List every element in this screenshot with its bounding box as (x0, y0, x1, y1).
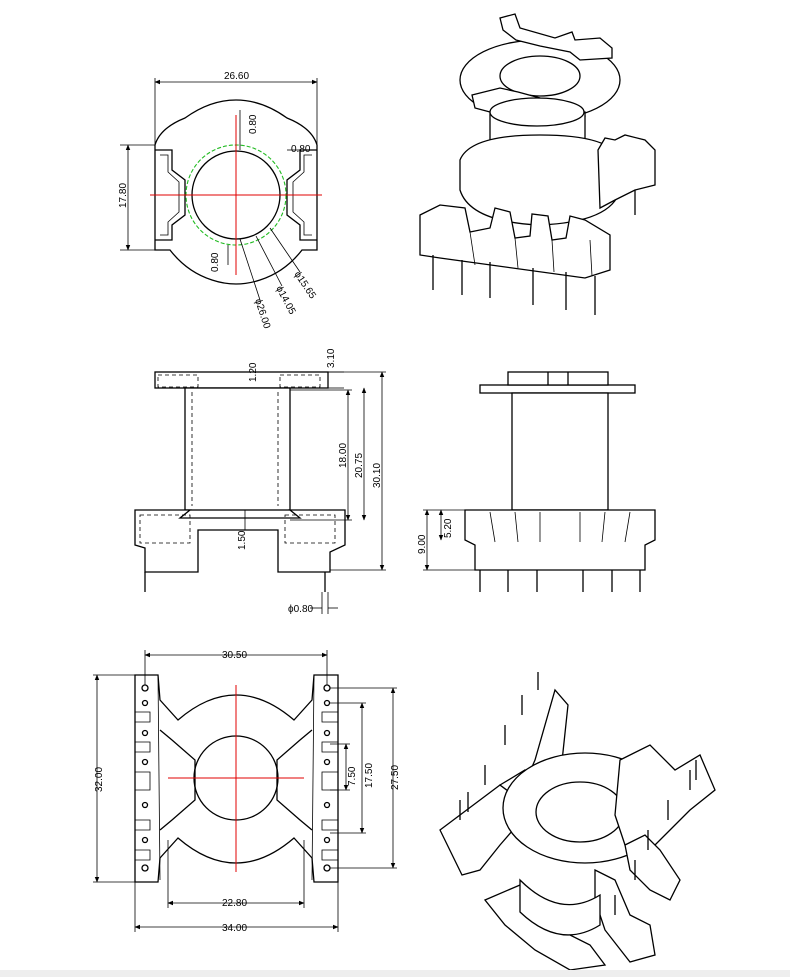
dim-bottom-total-width: 34.00 (222, 923, 247, 934)
bottom-view: 30.50 32.00 7.50 17.50 27.50 22.80 34.00 (93, 650, 401, 934)
dim-top-dia-outer: ϕ26.00 (252, 298, 272, 331)
dim-side-base-height: 5.20 (443, 518, 454, 538)
dim-bottom-flange-width: 22.80 (222, 898, 247, 909)
dim-bottom-outer-span: 27.50 (390, 765, 401, 790)
dim-front-base-step: 1.50 (237, 530, 248, 550)
dim-top-wall-right: 0.80 (291, 144, 311, 155)
dim-bottom-length: 32.00 (94, 767, 105, 792)
dim-top-dia-inner: ϕ14.05 (273, 284, 297, 317)
iso-view-bottom (439, 672, 716, 971)
iso-view-top (419, 13, 656, 315)
dim-front-flange: 1.20 (248, 362, 259, 382)
dim-front-winding: 18.00 (338, 443, 349, 468)
dim-front-top-flange: 3.10 (326, 348, 337, 368)
footer-bar (0, 970, 790, 977)
top-view-outline (154, 99, 318, 285)
dim-top-width: 26.60 (224, 71, 249, 82)
dim-side-pin-length: 9.00 (417, 534, 428, 554)
dim-front-total-height: 30.10 (372, 463, 383, 488)
dim-bottom-pitch: 7.50 (347, 766, 358, 786)
side-view: 9.00 5.20 (417, 371, 656, 592)
dim-top-dia-mid: ϕ15.65 (292, 270, 318, 302)
dim-top-wall-top: 0.80 (248, 114, 259, 134)
front-view: 1.20 3.10 18.00 20.75 30.10 1.50 ϕ0.80 (134, 348, 386, 615)
dim-bottom-pin-span: 30.50 (222, 650, 247, 661)
top-view: 26.60 17.80 0.80 0.80 0.80 ϕ26.00 ϕ14.05… (118, 71, 322, 330)
dim-front-inner-height: 20.75 (354, 453, 365, 478)
dim-bottom-inner-span: 17.50 (364, 763, 375, 788)
dim-top-wall-bottom: 0.80 (210, 252, 221, 272)
dim-top-height: 17.80 (118, 183, 129, 208)
dim-front-pin-dia: ϕ0.80 (288, 604, 314, 615)
